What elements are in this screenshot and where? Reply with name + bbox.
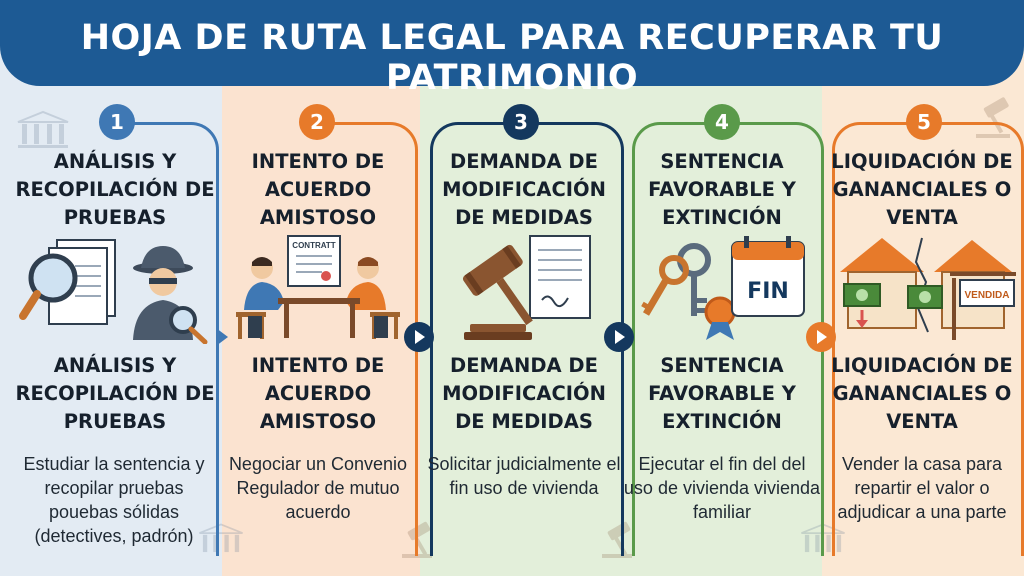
sold-sign-label: VENDIDA bbox=[964, 290, 1009, 301]
step-5-number: 5 bbox=[906, 104, 942, 140]
split-house-sale-illustration: VENDIDA bbox=[840, 237, 1016, 340]
step-2-number: 2 bbox=[299, 104, 335, 140]
keys-calendar-illustration: FIN bbox=[641, 236, 805, 340]
step-3-number: 3 bbox=[503, 104, 539, 140]
gavel-document-illustration bbox=[462, 235, 591, 340]
step-2-description: Negociar un Convenio Regulador de mutuo … bbox=[228, 454, 408, 522]
page-title: HOJA DE RUTA LEGAL PARA RECUPERAR TU PAT… bbox=[80, 18, 944, 98]
step-5-title: LIQUIDACIÓN DE GANANCIALES O VENTA bbox=[831, 150, 1013, 229]
magnifier-documents-detective-illustration bbox=[19, 239, 208, 344]
step-4-number: 4 bbox=[704, 104, 740, 140]
step-2-title: INTENTO DE ACUERDO AMISTOSO bbox=[251, 150, 385, 229]
arrow-3-to-4 bbox=[604, 322, 634, 352]
step-2-subtitle: INTENTO DE ACUERDO AMISTOSO bbox=[251, 354, 385, 433]
step-3-description: Solicitar judicialmente el fin uso de vi… bbox=[427, 454, 621, 498]
arrow-1-to-2 bbox=[208, 322, 238, 352]
step-1-number: 1 bbox=[99, 104, 135, 140]
step-4-title: SENTENCIA FAVORABLE Y EXTINCIÓN bbox=[648, 150, 796, 229]
step-4-description: Ejecutar el fin del del uso de vivienda … bbox=[623, 454, 821, 522]
step-3-subtitle: DEMANDA DE MODIFICACIÓN DE MEDIDAS bbox=[442, 354, 606, 433]
step-5-description: Vender la casa para repartir el valor o … bbox=[837, 454, 1007, 522]
step-5-subtitle: LIQUIDACIÓN DE GANANCIALES O VENTA bbox=[831, 354, 1013, 433]
step-1-description: Estudiar la sentencia y recopilar prueba… bbox=[23, 454, 205, 546]
step-1-subtitle: ANÁLISIS Y RECOPILACIÓN DE PRUEBAS bbox=[15, 354, 215, 433]
negotiation-meeting-illustration: CONTRATT bbox=[236, 235, 400, 339]
contract-label: CONTRATT bbox=[292, 241, 336, 250]
step-1-title: ANÁLISIS Y RECOPILACIÓN DE PRUEBAS bbox=[15, 150, 215, 229]
arrow-4-to-5 bbox=[806, 322, 836, 352]
step-4-subtitle: SENTENCIA FAVORABLE Y EXTINCIÓN bbox=[648, 354, 796, 433]
arrow-2-to-3 bbox=[404, 322, 434, 352]
header-banner: HOJA DE RUTA LEGAL PARA RECUPERAR TU PAT… bbox=[0, 0, 1024, 98]
step-3-title: DEMANDA DE MODIFICACIÓN DE MEDIDAS bbox=[442, 150, 606, 229]
courthouse-icon bbox=[17, 110, 69, 148]
column-3-background bbox=[420, 0, 628, 576]
calendar-label: FIN bbox=[747, 279, 789, 304]
